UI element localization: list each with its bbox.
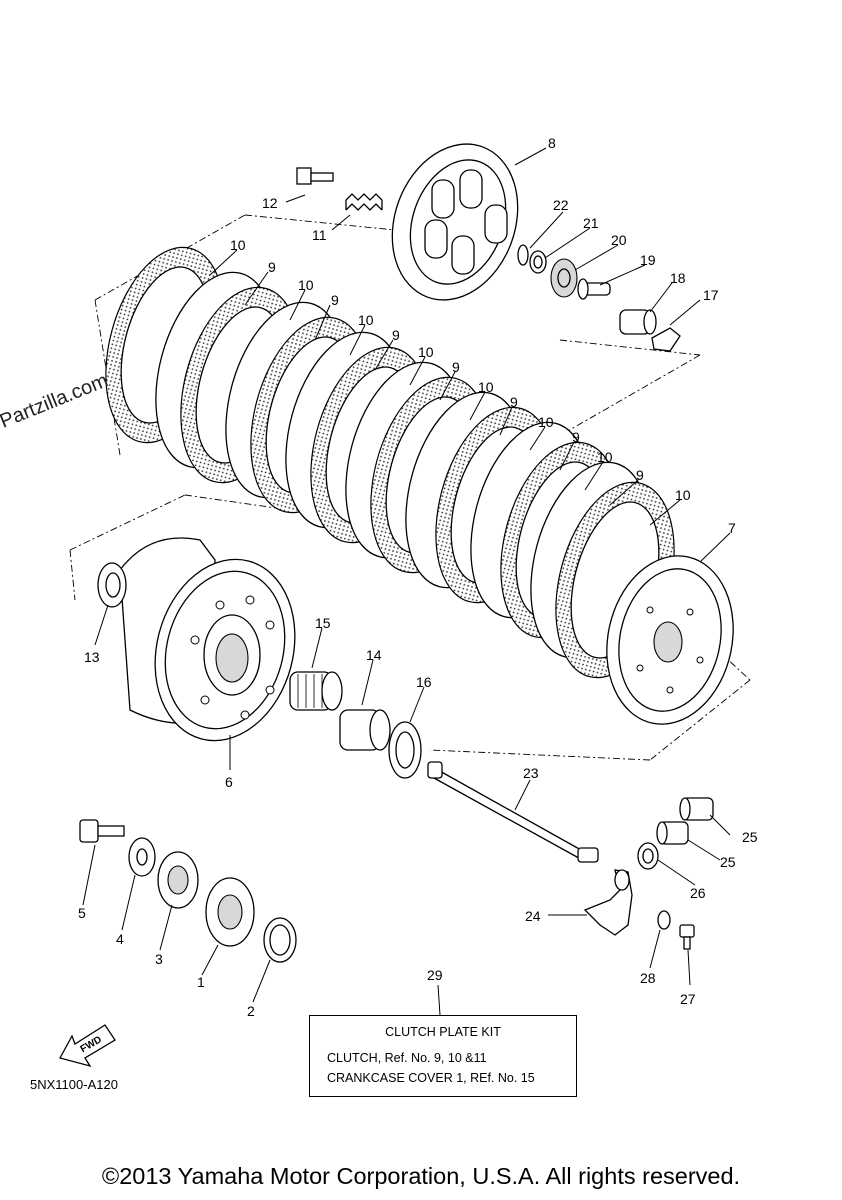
clutch-lever-parts [583,797,714,950]
callout-1: 1 [197,974,205,990]
callout-8: 8 [548,135,556,151]
callout-9d: 9 [452,359,460,375]
spacer [339,709,391,751]
callout-10d: 10 [418,344,434,360]
clutch-plate-stack [105,246,675,679]
push-rod-parts [517,244,681,352]
callout-2: 2 [247,1003,255,1019]
housing-washer [388,721,422,779]
callout-23: 23 [523,765,539,781]
callout-17: 17 [703,287,719,303]
callout-6: 6 [225,774,233,790]
callout-10a: 10 [230,237,246,253]
callout-18: 18 [670,270,686,286]
callout-12: 12 [262,195,278,211]
callout-9f: 9 [572,429,580,445]
callout-3: 3 [155,951,163,967]
callout-5: 5 [78,905,86,921]
callout-9b: 9 [331,292,339,308]
callout-9e: 9 [510,394,518,410]
clutch-plate-kit-box: CLUTCH PLATE KIT CLUTCH, Ref. No. 9, 10 … [309,1015,577,1097]
kit-line-1: CLUTCH, Ref. No. 9, 10 &11 [327,1051,487,1065]
clutch-spring [345,193,383,211]
callout-leaders [82,147,731,1003]
diagram-code: 5NX1100-A120 [30,1077,118,1092]
callout-25b: 25 [720,854,736,870]
callout-26: 26 [690,885,706,901]
kit-title: CLUTCH PLATE KIT [385,1025,501,1039]
callout-10b: 10 [298,277,314,293]
callout-13: 13 [84,649,100,665]
thrust-washer [97,562,127,608]
callout-20: 20 [611,232,627,248]
callout-7: 7 [728,520,736,536]
push-rod [427,761,599,863]
callout-9g: 9 [636,467,644,483]
needle-bearing [289,671,343,711]
callout-14: 14 [366,647,382,663]
callout-10c: 10 [358,312,374,328]
callout-16: 16 [416,674,432,690]
clutch-boss [606,555,734,725]
callout-numbers: 8 12 11 22 21 20 19 18 17 10 9 10 9 10 9… [78,135,758,1019]
kit-line-2: CRANKCASE COVER 1, REf. No. 15 [327,1071,535,1085]
callout-10h: 10 [675,487,691,503]
pressure-plate [391,143,519,301]
callout-10f: 10 [538,414,554,430]
callout-22: 22 [553,197,569,213]
callout-28: 28 [640,970,656,986]
callout-21: 21 [583,215,599,231]
callout-25a: 25 [742,829,758,845]
pressure-plate-bolt [296,167,334,185]
callout-29: 29 [427,967,443,983]
callout-27: 27 [680,991,696,1007]
callout-9a: 9 [268,259,276,275]
primary-drive-parts [79,819,297,963]
fwd-arrow-icon: FWD [59,1024,116,1068]
callout-9c: 9 [392,327,400,343]
callout-15: 15 [315,615,331,631]
copyright-notice: ©2013 Yamaha Motor Corporation, U.S.A. A… [101,1163,741,1189]
callout-24: 24 [525,908,541,924]
clutch-housing [119,537,296,742]
callout-10g: 10 [597,449,613,465]
callout-4: 4 [116,931,124,947]
callout-10e: 10 [478,379,494,395]
callout-19: 19 [640,252,656,268]
callout-11: 11 [312,227,327,243]
